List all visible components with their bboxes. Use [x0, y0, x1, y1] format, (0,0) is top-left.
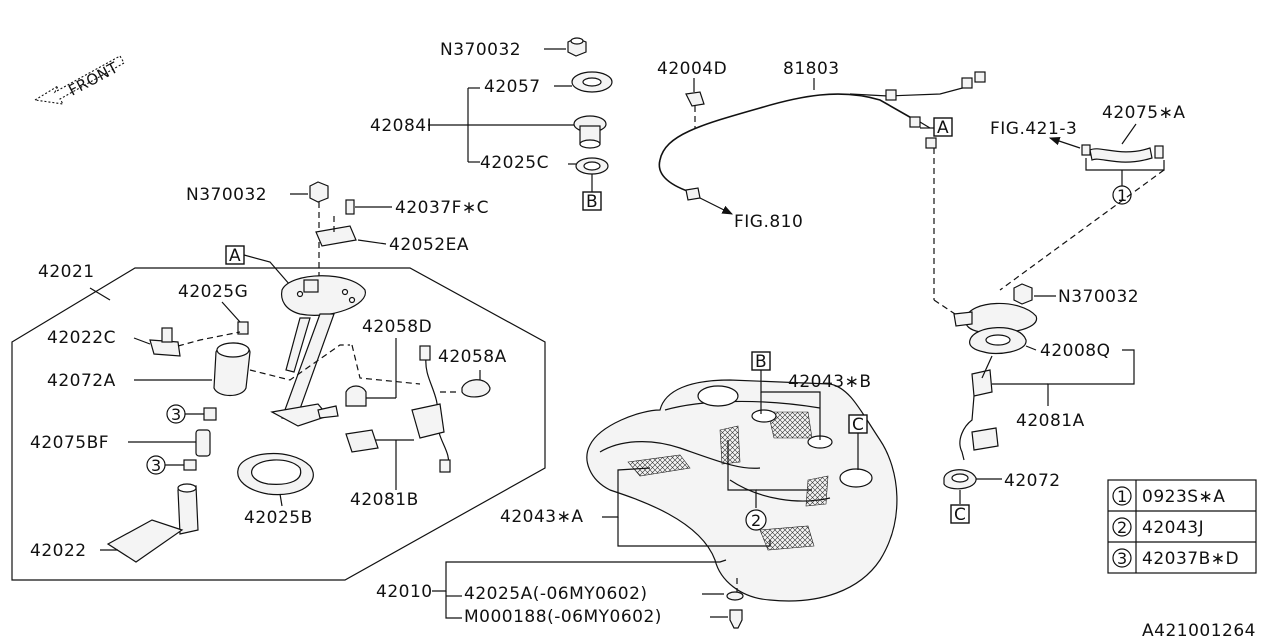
- ref-c-right-text: C: [954, 505, 966, 525]
- bracket-42052ea: [315, 225, 357, 247]
- label-42043b: 42043∗B: [788, 372, 872, 392]
- label-m000188: M000188(-06MY0602): [464, 607, 662, 627]
- label-42025g: 42025G: [178, 282, 248, 302]
- gasket-42025a: [726, 591, 744, 601]
- fuel-pump-assembly-42021: 42021 A 42025G 42022C 42072A 42058D 420: [11, 245, 546, 581]
- label-42022c: 42022C: [47, 328, 116, 348]
- legend-part-2: 42043J: [1142, 518, 1204, 538]
- label-42025b: 42025B: [244, 508, 313, 528]
- legend-row-1: 1 0923S∗A: [1112, 486, 1225, 507]
- front-label: FRONT: [65, 58, 121, 99]
- plug-m000188: [729, 609, 743, 629]
- top-cap-assembly: N370032 42057 42084I 42025C B: [370, 37, 613, 212]
- label-81803: 81803: [783, 59, 840, 79]
- label-42072: 42072: [1004, 471, 1061, 491]
- hose-42075bf: [195, 429, 211, 457]
- label-42025a: 42025A(-06MY0602): [464, 584, 648, 604]
- strainer-42022: [106, 519, 184, 563]
- legend-key-2: 2: [1117, 518, 1127, 537]
- label-42072a: 42072A: [47, 371, 116, 391]
- harness-81803: 42004D 81803 A FIG.810: [657, 59, 986, 300]
- nut-n370032-mid: [309, 181, 329, 203]
- legend-key-1: 1: [1117, 487, 1127, 506]
- ref-box-b-top: [582, 191, 602, 211]
- legend-row-2: 2 42043J: [1112, 517, 1204, 538]
- ref-b-top-text: B: [586, 192, 598, 212]
- circle-2-tank-text: 2: [751, 511, 761, 530]
- sender-plate-upper: [965, 302, 1037, 334]
- pump-upper-plate: [280, 275, 366, 316]
- label-42075bf: 42075BF: [30, 433, 109, 453]
- label-42025c: 42025C: [480, 153, 549, 173]
- label-42052ea: 42052EA: [389, 235, 469, 255]
- circle-2-tank: [745, 509, 767, 531]
- part-42058d: [345, 385, 367, 407]
- label-42058d: 42058D: [362, 317, 432, 337]
- label-42037fc: 42037F∗C: [395, 198, 489, 218]
- label-fig-421-3: FIG.421-3: [990, 119, 1077, 139]
- front-direction-arrow: FRONT: [33, 55, 125, 105]
- connector-fig810: [685, 187, 701, 201]
- tube-42075a: [1089, 147, 1153, 163]
- circle-1-top: [1112, 185, 1132, 205]
- label-42010: 42010: [376, 582, 433, 602]
- label-fig-810: FIG.810: [734, 212, 803, 232]
- part-42058a: [461, 379, 491, 398]
- label-42075a: 42075∗A: [1102, 103, 1185, 123]
- label-n370032-top: N370032: [440, 40, 521, 60]
- mesh-42043a-left: [627, 454, 691, 477]
- tube-42075a-group: FIG.421-3 42075∗A 1: [990, 103, 1185, 291]
- sender-bracket: [411, 403, 445, 439]
- legend-part-3: 42037B∗D: [1142, 549, 1239, 569]
- ref-box-c-right: [950, 504, 970, 524]
- label-42058a: 42058A: [438, 347, 507, 367]
- label-42081b: 42081B: [350, 490, 419, 510]
- label-n370032-mid: N370032: [186, 185, 267, 205]
- label-42084i: 42084I: [370, 116, 432, 136]
- legend-key-3: 3: [1117, 549, 1127, 568]
- label-42057: 42057: [484, 77, 541, 97]
- sender-42081a: [971, 369, 993, 397]
- ref-a-harness-text: A: [937, 118, 949, 138]
- part-42025g: [237, 321, 249, 335]
- ref-box-a-harness: [933, 117, 953, 137]
- sender-42081b: [345, 429, 379, 453]
- float-arm: [971, 427, 999, 451]
- label-42022: 42022: [30, 541, 87, 561]
- ref-b-tank-text: B: [755, 352, 767, 372]
- legend-part-1: 0923S∗A: [1142, 487, 1225, 507]
- legend-table: 1 0923S∗A 2 42043J 3 42037B∗D: [1107, 479, 1257, 574]
- label-42081a: 42081A: [1016, 411, 1085, 431]
- label-42043a: 42043∗A: [500, 507, 583, 527]
- legend-row-3: 3 42037B∗D: [1112, 548, 1239, 569]
- ref-c-tank-text: C: [852, 415, 864, 435]
- label-42008q: 42008Q: [1040, 341, 1110, 361]
- sub-sender-assembly: N370032 42008Q 42081A 42072 C: [933, 283, 1139, 525]
- bracket-group: N370032 42037F∗C 42052EA: [186, 181, 489, 280]
- pump-42022: [177, 485, 199, 535]
- label-42021: 42021: [38, 262, 95, 282]
- label-42004d: 42004D: [657, 59, 727, 79]
- nut-n370032-right: [1013, 283, 1033, 305]
- circle-1-top-text: 1: [1117, 186, 1127, 205]
- diagram-id: A421001264: [1142, 621, 1256, 640]
- ref-a-left-text: A: [229, 246, 241, 266]
- circle-3-a-text: 3: [171, 405, 181, 424]
- circle-3-b-text: 3: [151, 456, 161, 475]
- fuel-tank: B 42043∗B C 42043∗A 2 42010 42025A(-06MY…: [376, 351, 898, 629]
- clip-42004d: [685, 91, 705, 107]
- label-n370032-right: N370032: [1058, 287, 1139, 307]
